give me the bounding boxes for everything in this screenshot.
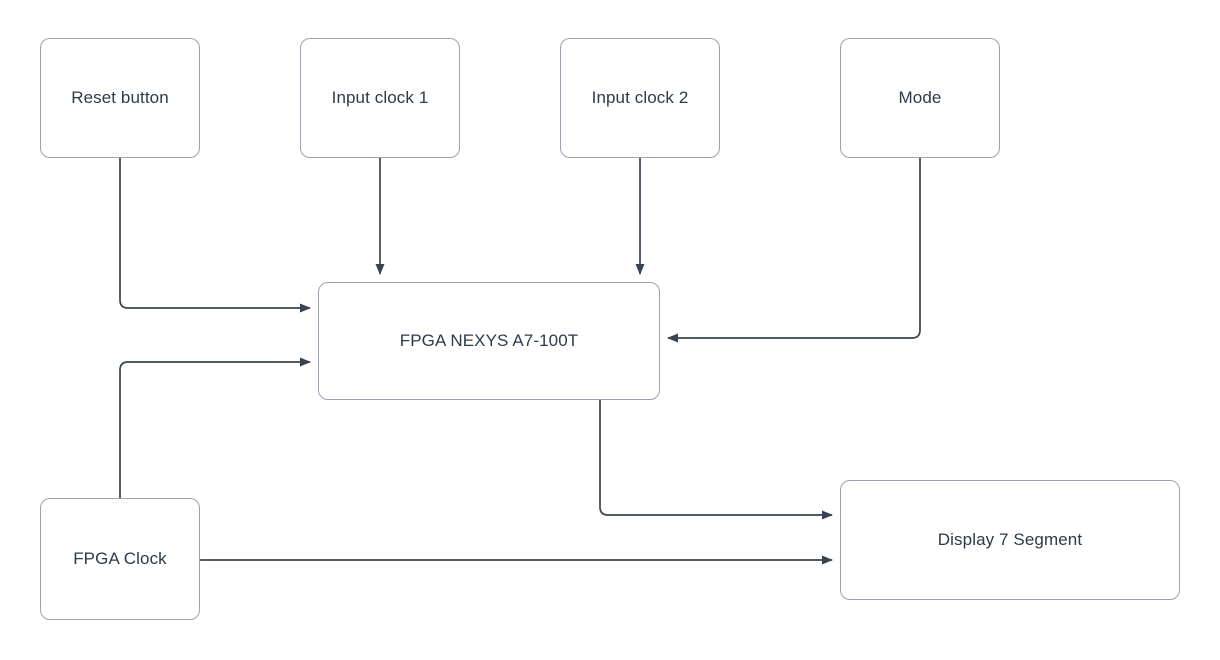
node-reset-button[interactable]: Reset button [40,38,200,158]
node-fpga-clock[interactable]: FPGA Clock [40,498,200,620]
node-label-display-7-segment: Display 7 Segment [937,530,1083,550]
connector-reset-to-fpga [119,158,311,313]
node-label-fpga-nexys-a7-100t: FPGA NEXYS A7-100T [399,331,579,351]
node-label-input-clock-1: Input clock 1 [331,88,429,108]
node-input-clock-2[interactable]: Input clock 2 [560,38,720,158]
node-label-mode: Mode [898,88,942,108]
connector-fpga-to-display [599,400,833,520]
node-fpga-nexys-a7-100t[interactable]: FPGA NEXYS A7-100T [318,282,660,400]
node-label-reset-button: Reset button [71,88,169,108]
node-mode[interactable]: Mode [840,38,1000,158]
connector-mode-to-fpga [667,158,921,343]
node-display-7-segment[interactable]: Display 7 Segment [840,480,1180,600]
node-input-clock-1[interactable]: Input clock 1 [300,38,460,158]
connector-fpga-clock-to-fpga [119,357,311,498]
node-label-fpga-clock: FPGA Clock [73,549,167,569]
node-label-input-clock-2: Input clock 2 [591,88,689,108]
